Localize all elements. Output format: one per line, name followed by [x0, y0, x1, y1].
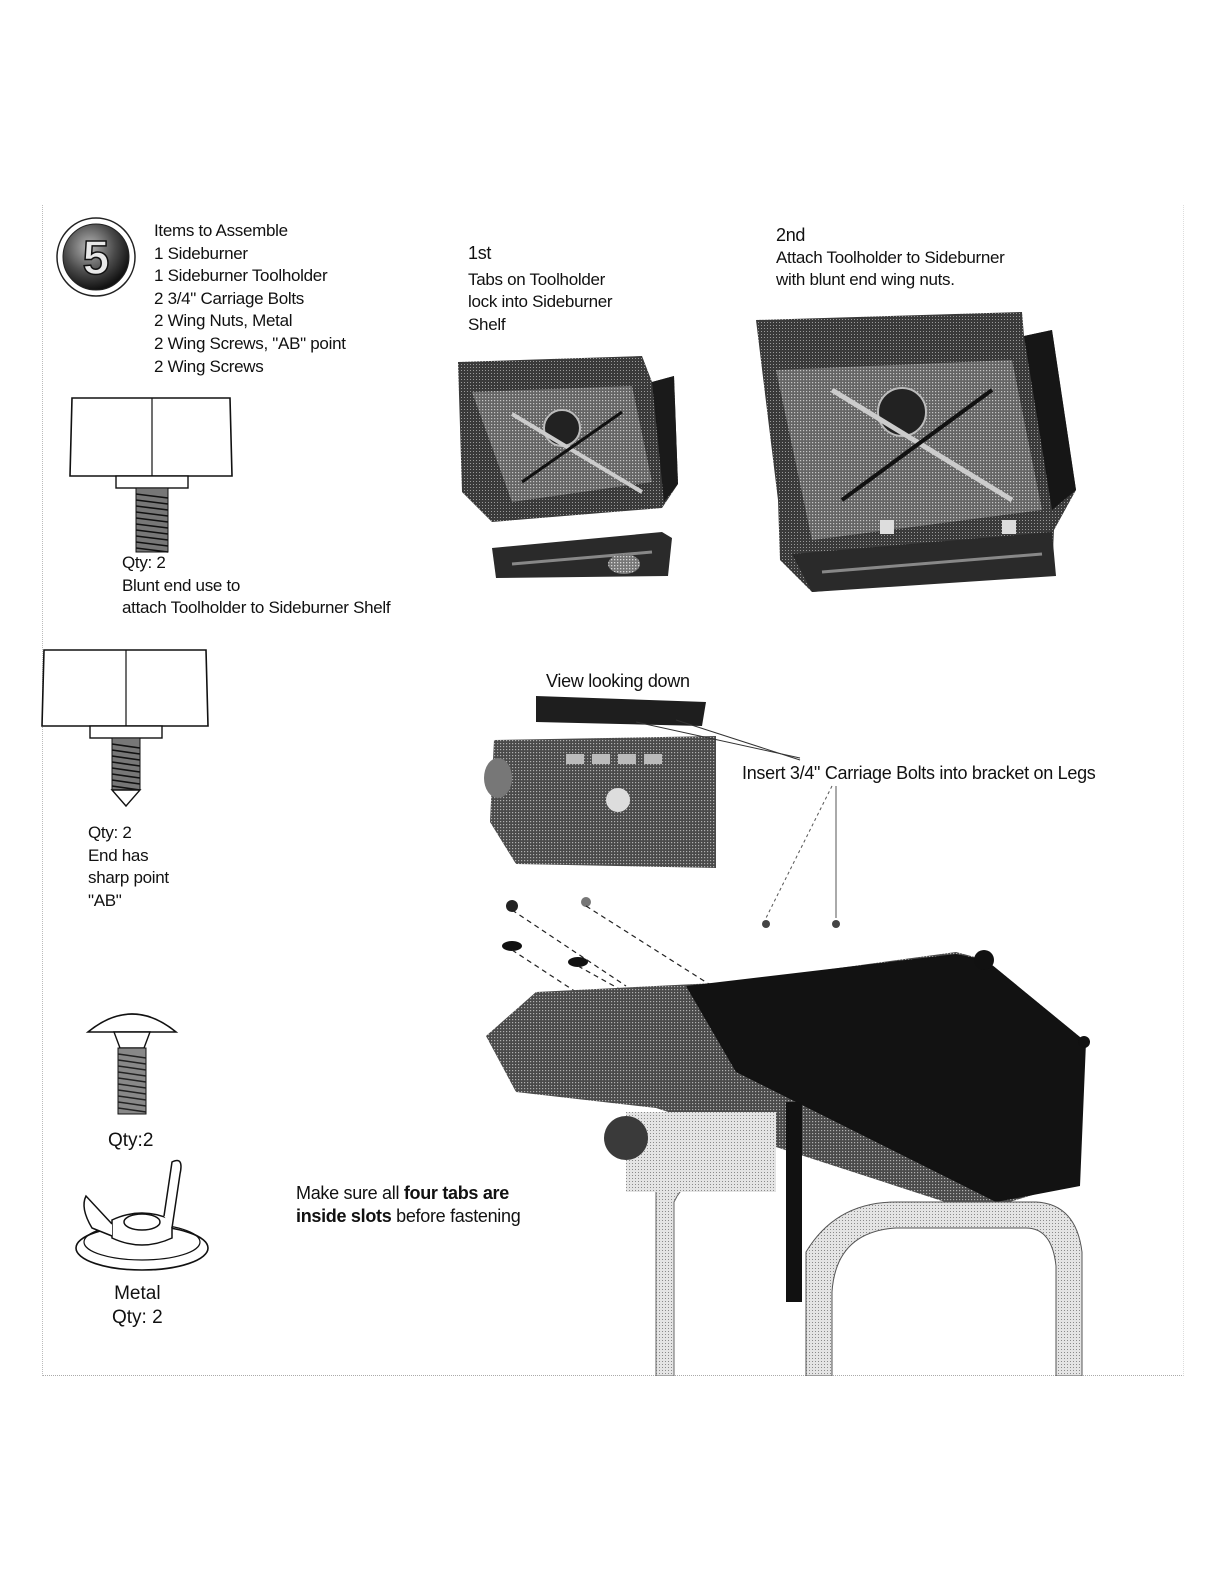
carriage-bolts-callout: Insert 3/4" Carriage Bolts into bracket … — [742, 763, 1096, 783]
item-carriage-bolts: 2 3/4" Carriage Bolts — [154, 288, 304, 308]
step-first-line1: Tabs on Toolholder — [468, 269, 606, 289]
wing-nut-material: Metal — [114, 1283, 161, 1304]
blunt-screw-caption: Qty: 2 Blunt end use to attach Toolholde… — [122, 552, 391, 620]
ab-screw-caption: Qty: 2 End has sharp point "AB" — [88, 822, 169, 912]
item-wing-nuts: 2 Wing Nuts, Metal — [154, 311, 293, 331]
ab-screw-line3: "AB" — [88, 890, 122, 910]
carriage-bolt-qty: Qty:2 — [108, 1130, 154, 1151]
item-sideburner: 1 Sideburner — [154, 243, 248, 263]
items-list: Items to Assemble 1 Sideburner 1 Sidebur… — [154, 220, 346, 378]
view-looking-down-label: View looking down — [546, 671, 690, 691]
step-first-line3: Shelf — [468, 314, 506, 334]
step-second-text: 2nd Attach Toolholder to Sideburner with… — [776, 224, 1005, 292]
wing-nut-qty: Qty: 2 — [112, 1307, 163, 1328]
step-second-line2: with blunt end wing nuts. — [776, 270, 955, 290]
step-first-label: 1st — [468, 243, 492, 263]
toolholder-tabs-photo — [452, 352, 684, 584]
tabs-note-pre: Make sure all — [296, 1183, 404, 1203]
sideburner-assembly-photo — [476, 692, 1096, 1376]
items-heading: Items to Assemble — [154, 221, 288, 240]
tabs-note-bold2: inside slots — [296, 1205, 392, 1226]
diagram-frame — [42, 205, 1184, 1376]
blunt-wing-screw-icon — [66, 394, 238, 564]
wing-nut-icon — [72, 1152, 212, 1278]
tabs-note-post: before fastening — [391, 1205, 521, 1226]
wing-nut-caption: Metal Qty: 2 — [112, 1282, 163, 1330]
tabs-note: Make sure all four tabs are inside slots… — [296, 1182, 521, 1227]
carriage-bolt-icon — [84, 1008, 180, 1120]
step-first-line2: lock into Sideburner — [468, 292, 613, 312]
step-second-line1: Attach Toolholder to Sideburner — [776, 247, 1005, 267]
item-ab-wing-screws: 2 Wing Screws, "AB" point — [154, 333, 346, 353]
ab-screw-line1: End has — [88, 845, 149, 865]
step-badge: 5 — [55, 216, 137, 298]
step-first-text: 1st Tabs on Toolholder lock into Sidebur… — [468, 242, 613, 336]
item-wing-screws: 2 Wing Screws — [154, 356, 264, 376]
step-number: 5 — [83, 232, 110, 285]
tabs-note-bold1: four tabs are — [403, 1183, 509, 1203]
ab-wing-screw-icon — [40, 646, 212, 816]
step-second-label: 2nd — [776, 225, 806, 245]
ab-screw-line2: sharp point — [88, 868, 169, 888]
toolholder-attached-photo — [752, 310, 1078, 600]
blunt-screw-line1: Blunt end use to — [122, 575, 241, 595]
blunt-screw-line2: attach Toolholder to Sideburner Shelf — [122, 598, 391, 618]
item-toolholder: 1 Sideburner Toolholder — [154, 266, 328, 286]
ab-screw-qty: Qty: 2 — [88, 823, 132, 842]
blunt-screw-qty: Qty: 2 — [122, 553, 166, 572]
